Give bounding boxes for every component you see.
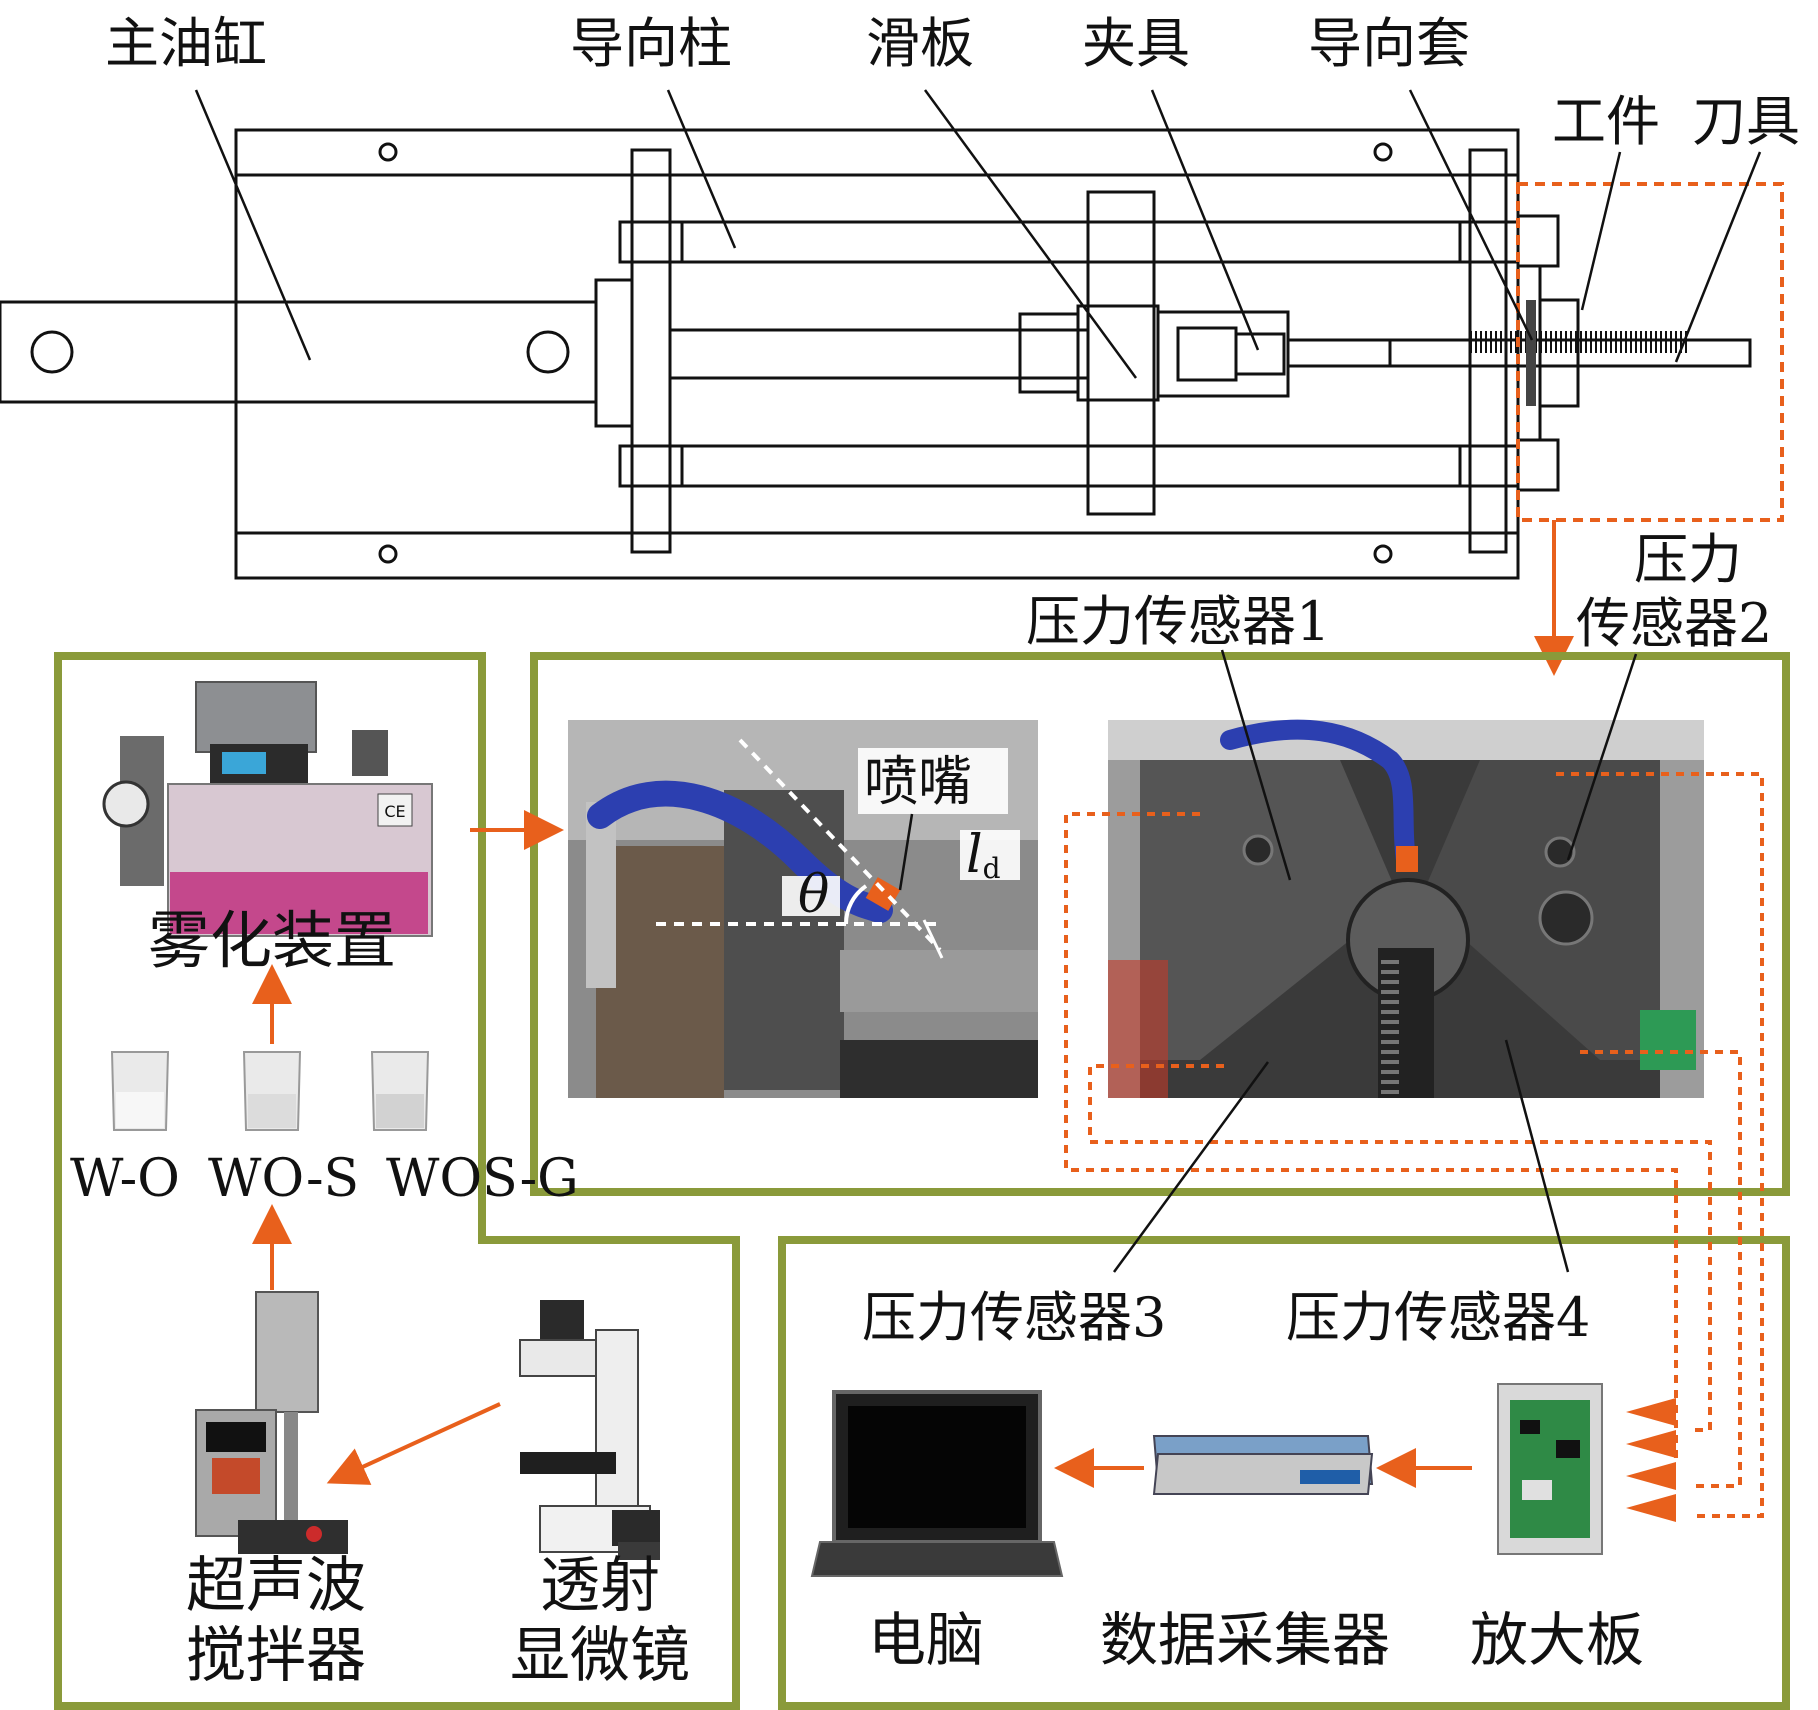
label-fluid-wosg: WOS-G	[386, 1149, 579, 1209]
beakers	[110, 1051, 430, 1131]
label-fluid-wos: WO-S	[208, 1149, 359, 1209]
atomizer-device: CE	[102, 681, 433, 937]
label-collector: 数据采集器	[1100, 1606, 1390, 1674]
ultrasonic-mixer	[195, 1291, 348, 1554]
label-amplifier: 放大板	[1470, 1606, 1644, 1674]
fluid-labels: W-O WO-S WOS-G	[70, 1149, 579, 1209]
machine-labels: 主油缸 导向柱 滑板 夹具 导向套 工件 刀具	[105, 12, 1800, 153]
label-main-cylinder: 主油缸	[105, 12, 267, 75]
sensor-labels: 压力传感器1 压力 传感器2 压力传感器3 压力传感器4	[862, 528, 1772, 1349]
label-atomizer: 雾化装置	[148, 904, 396, 977]
label-guide-sleeve: 导向套	[1308, 12, 1470, 75]
label-sensor-2-line2: 传感器2	[1576, 592, 1772, 655]
microscope	[519, 1300, 660, 1560]
nozzle-annotations: 喷嘴 θ ld	[798, 750, 1001, 925]
daq-labels: 电脑 数据采集器 放大板	[868, 1606, 1644, 1674]
beaker-icon	[242, 1051, 302, 1131]
label-microscope-line1: 透射	[540, 1551, 660, 1621]
label-sensor-2-line1: 压力	[1634, 528, 1742, 591]
label-ld: ld	[966, 825, 1001, 885]
label-ultrasonic-line1: 超声波	[186, 1551, 366, 1621]
label-workpiece: 工件	[1552, 90, 1660, 153]
left-bottom-labels: 超声波 搅拌器 透射 显微镜	[186, 1551, 690, 1691]
beaker-icon	[370, 1051, 430, 1131]
amplifier-input-arrows	[1626, 1398, 1676, 1522]
label-guide-column: 导向柱	[570, 12, 732, 75]
label-fluid-wo: W-O	[70, 1149, 180, 1209]
label-ultrasonic-line2: 搅拌器	[186, 1621, 366, 1691]
label-slide-plate: 滑板	[866, 12, 974, 75]
beaker-icon	[110, 1051, 170, 1131]
label-fixture: 夹具	[1082, 12, 1190, 75]
machine-drawing	[0, 128, 1784, 580]
label-cutter: 刀具	[1692, 90, 1800, 153]
label-nozzle: 喷嘴	[864, 750, 972, 813]
data-collector	[1152, 1435, 1374, 1495]
label-computer: 电脑	[868, 1606, 984, 1674]
nozzle-photo	[568, 720, 1038, 1098]
sensor-photo	[1108, 719, 1704, 1098]
panel-borders	[54, 652, 1790, 1710]
amplifier-board	[1497, 1383, 1603, 1555]
arrow-microscope-to-mixer	[326, 1402, 501, 1485]
label-sensor-1: 压力传感器1	[1026, 590, 1330, 653]
machine-leader-lines	[194, 89, 1762, 379]
label-theta: θ	[798, 865, 829, 925]
computer	[810, 1390, 1064, 1577]
sensor-wires	[1064, 772, 1764, 1518]
label-microscope-line2: 显微镜	[510, 1621, 690, 1691]
svg-text:CE: CE	[384, 802, 405, 821]
label-sensor-4: 压力传感器4	[1286, 1286, 1590, 1349]
label-sensor-3: 压力传感器3	[862, 1286, 1166, 1349]
